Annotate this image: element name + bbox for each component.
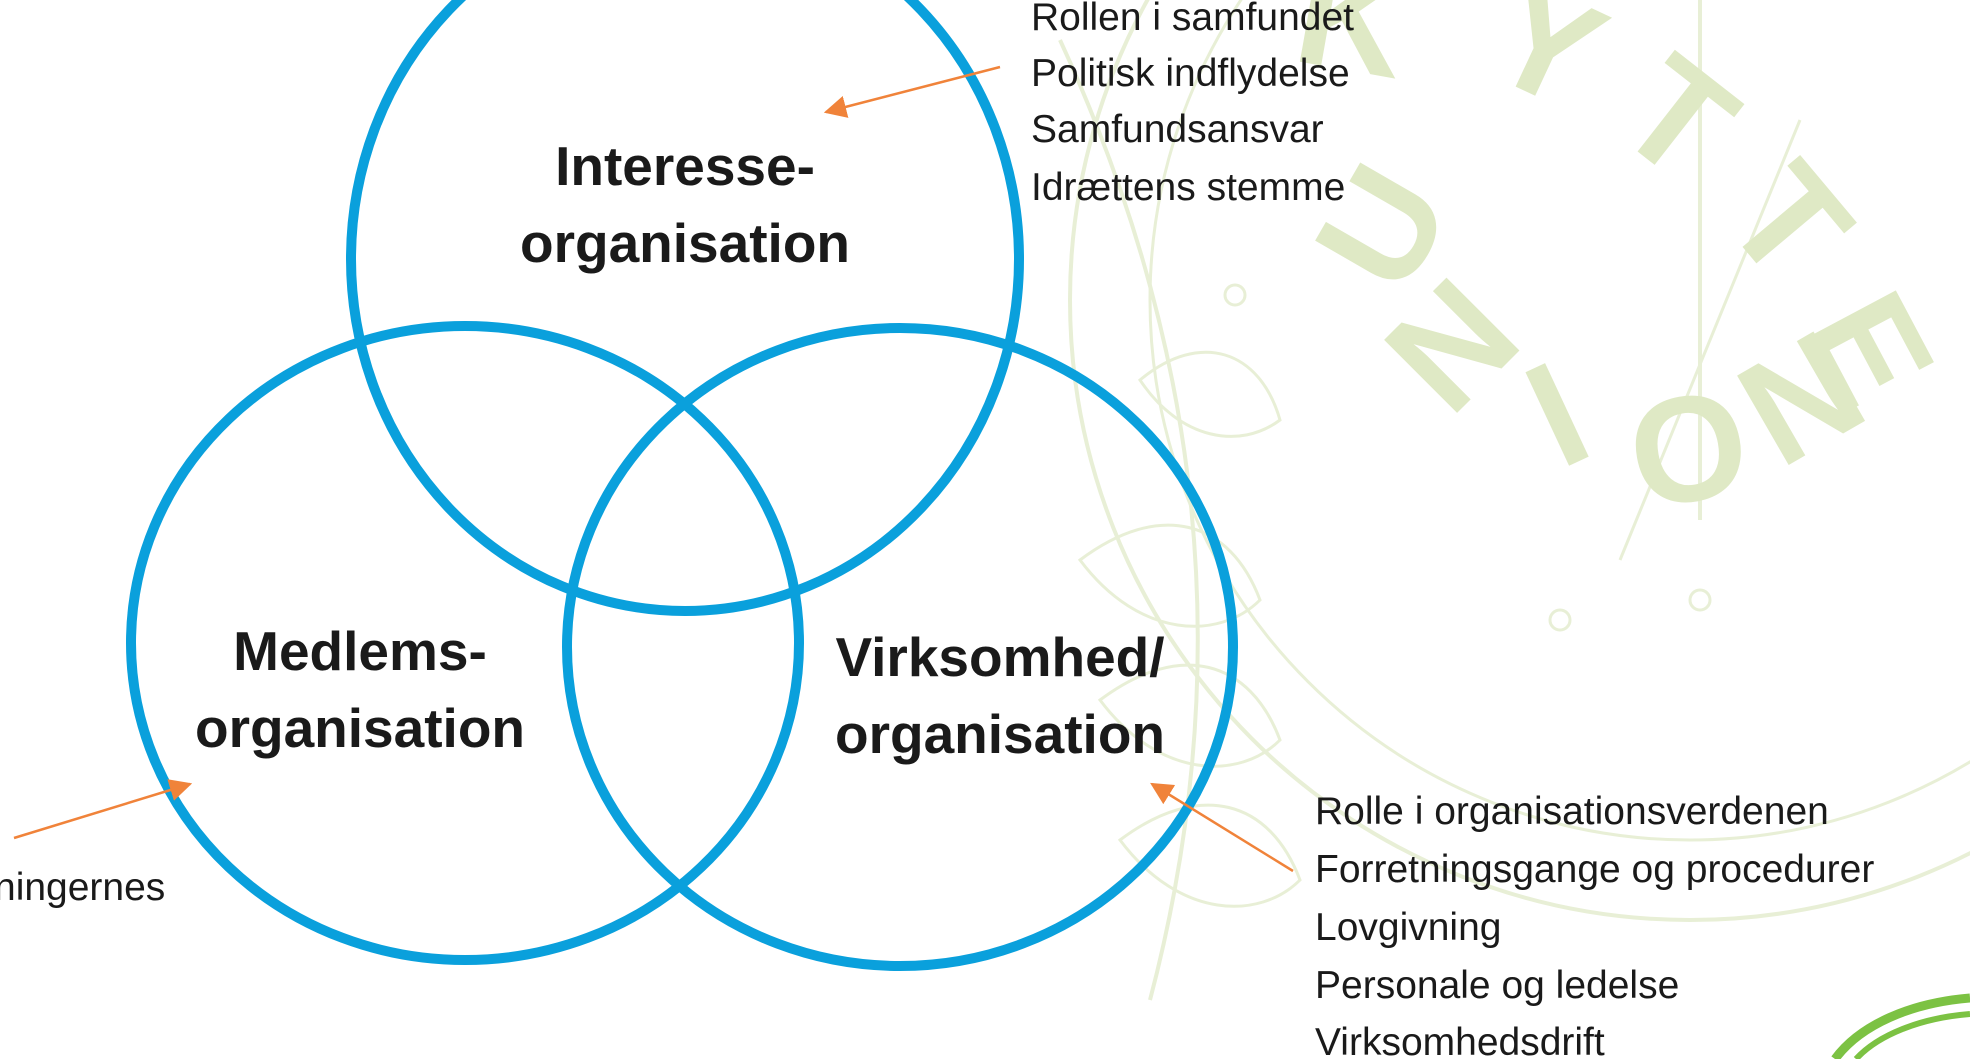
note-item: Virksomhedsdrift — [1315, 1021, 1605, 1059]
venn-circle-right — [562, 323, 1238, 971]
right-notes: Rolle i organisationsverdenen Forretning… — [1315, 790, 1874, 1059]
note-item: Samfundsansvar — [1031, 108, 1324, 151]
note-item: Personale og ledelse — [1315, 964, 1679, 1007]
top-circle-label-line1: Interesse- — [555, 135, 815, 197]
note-item: Rollen i samfundet — [1031, 0, 1354, 39]
left-circle-label-line1: Medlems- — [233, 620, 487, 682]
wm-letter: T — [1695, 133, 1883, 311]
note-item: Lovgivning — [1315, 906, 1501, 949]
top-notes: Rollen i samfundet Politisk indflydelse … — [1031, 0, 1354, 209]
wm-letter: I — [1503, 329, 1612, 499]
left-circle-label-line2: organisation — [195, 697, 525, 759]
wm-letter: O — [1616, 356, 1760, 542]
top-callout-arrow — [823, 65, 1001, 118]
note-item: Rolle i organisationsverdenen — [1315, 790, 1829, 833]
left-callout-arrow — [13, 779, 193, 840]
top-circle-label-line2: organisation — [520, 212, 850, 274]
venn-circle-top — [346, 0, 1024, 616]
wm-letter: Y — [1466, 0, 1628, 141]
right-circle-label-line2: organisation — [835, 703, 1165, 765]
note-item: Politisk indflydelse — [1031, 52, 1350, 95]
wm-letter: T — [1590, 23, 1766, 212]
note-item: Idrættens stemme — [1031, 166, 1345, 209]
right-circle-label-line1: Virksomhed/ — [835, 626, 1164, 688]
note-item: Forretningsgange og procedurer — [1315, 848, 1874, 891]
green-arc-logo — [1831, 993, 1970, 1059]
left-note: ningernes — [0, 866, 165, 909]
venn-circle-left — [126, 321, 804, 965]
right-callout-arrow — [1150, 782, 1294, 873]
